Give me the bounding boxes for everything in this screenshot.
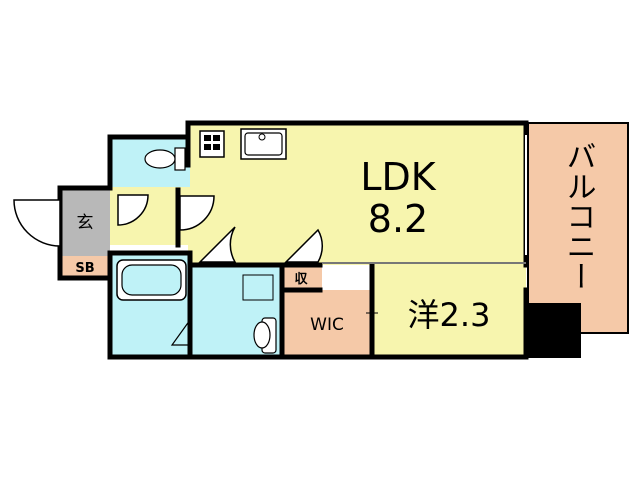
closet-label: 収 (294, 272, 308, 287)
toilet-icon (144, 147, 186, 171)
ldk-area (188, 123, 526, 265)
pipe-shaft (526, 303, 581, 358)
shoebox-area (60, 256, 110, 278)
wic-area (282, 290, 372, 357)
washbasin-icon (253, 317, 277, 354)
balcony-area (527, 122, 629, 334)
ldk-door (284, 228, 324, 263)
balcony-label: バルコニー (561, 141, 596, 291)
western-room-label: 洋2.3 (408, 296, 491, 334)
kitchen-sink-icon (240, 128, 287, 160)
entrance-label: 玄 (77, 213, 94, 233)
bathtub-icon (116, 259, 187, 301)
doors (13, 194, 324, 263)
hall-door (179, 195, 215, 231)
western-area (372, 265, 526, 357)
wic-label: WIC (310, 315, 344, 335)
entrance-area (60, 188, 110, 256)
entrance-door (13, 199, 61, 247)
ldk-label: LDK (360, 155, 436, 199)
bath-step (170, 319, 191, 346)
washing-machine-pan (242, 274, 274, 301)
ldk-size-label: 8.2 (368, 197, 428, 241)
toilet-door (117, 194, 149, 226)
closet-area (282, 265, 322, 290)
kitchen-stove-icon (199, 130, 225, 158)
washroom-door (198, 226, 237, 263)
shoebox-label: SB (75, 261, 94, 276)
